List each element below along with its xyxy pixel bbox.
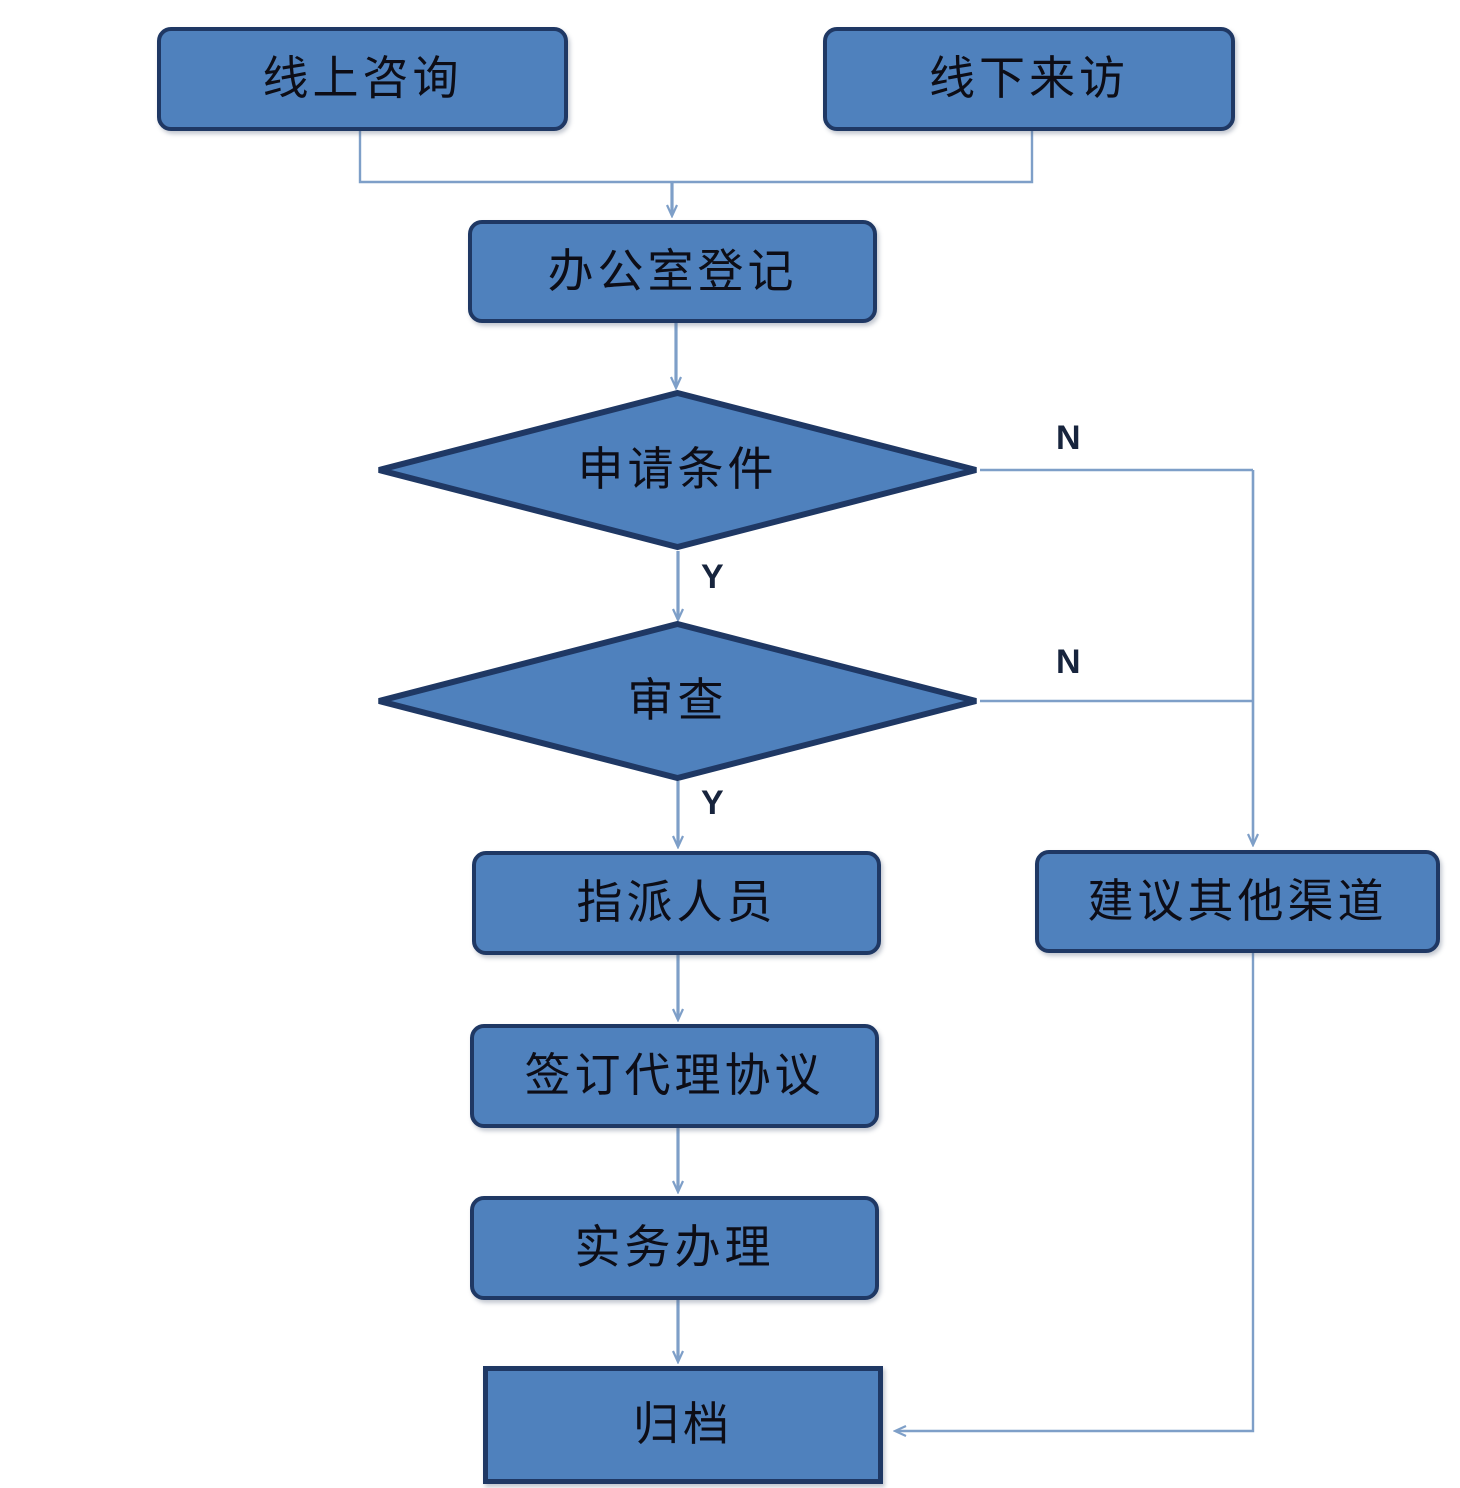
node-label: 指派人员 xyxy=(576,877,777,928)
node-label: 签订代理协议 xyxy=(524,1050,825,1101)
node-archive[interactable]: 归档 xyxy=(483,1366,883,1484)
edge-label-review-no: N xyxy=(1056,643,1081,681)
edge-offline-to-register xyxy=(672,131,1034,184)
node-label: 归档 xyxy=(633,1399,733,1450)
node-office-registration[interactable]: 办公室登记 xyxy=(468,220,877,323)
edge-label-condition-yes: Y xyxy=(701,558,724,596)
node-label: 申请条件 xyxy=(577,444,778,495)
node-label: 建议其他渠道 xyxy=(1087,875,1388,927)
edge-label-review-yes: Y xyxy=(701,784,724,822)
node-label: 线下来访 xyxy=(929,53,1129,104)
node-suggest-other-channels[interactable]: 建议其他渠道 xyxy=(1035,850,1440,953)
edge-online-to-register xyxy=(358,131,672,184)
edge-other-to-archive xyxy=(897,953,1255,1431)
node-online-consultation[interactable]: 线上咨询 xyxy=(157,27,568,131)
node-label: 审查 xyxy=(627,675,728,726)
node-offline-visit[interactable]: 线下来访 xyxy=(823,27,1235,131)
node-assign-personnel[interactable]: 指派人员 xyxy=(472,851,881,955)
node-label: 办公室登记 xyxy=(547,245,798,297)
node-review[interactable]: 审查 xyxy=(375,620,980,782)
diamond-shape xyxy=(378,620,977,782)
node-label: 线上咨询 xyxy=(262,53,463,104)
node-label: 实务办理 xyxy=(574,1222,775,1273)
node-practical-handling[interactable]: 实务办理 xyxy=(470,1196,879,1300)
diamond-shape xyxy=(378,389,977,551)
edge-label-condition-no: N xyxy=(1056,419,1081,457)
node-application-condition[interactable]: 申请条件 xyxy=(375,389,980,551)
node-sign-agency-agreement[interactable]: 签订代理协议 xyxy=(470,1024,879,1128)
